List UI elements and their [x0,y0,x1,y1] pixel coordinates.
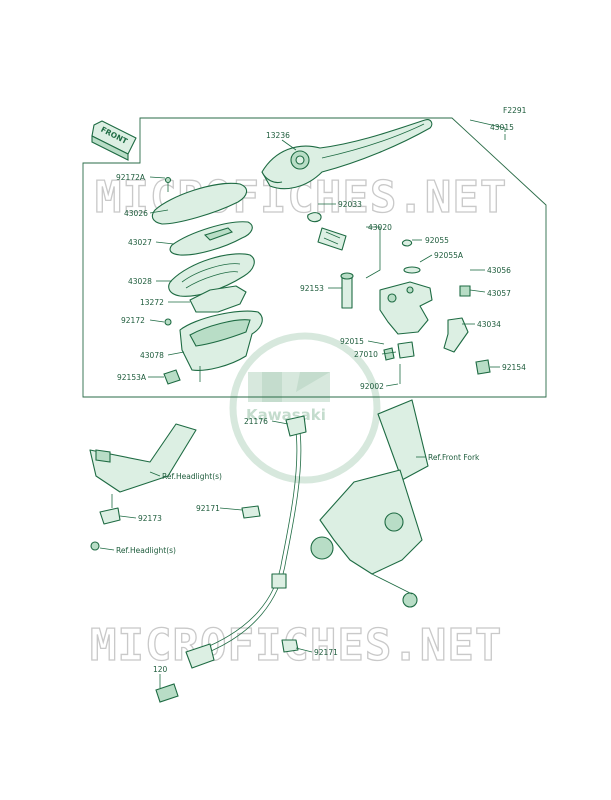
callout-43078: 43078 [140,351,164,360]
master-cylinder [379,239,433,335]
callout-13236: 13236 [266,131,290,140]
callout-43056: 43056 [487,266,511,275]
leader-lines [99,119,506,688]
diaphragm [168,253,255,297]
kawasaki-logo: Kawasaki [229,332,381,484]
callout-92002: 92002 [360,382,384,391]
brand-logo-text: Kawasaki [246,406,326,424]
callout-92154: 92154 [502,363,526,372]
callout-ref-headlight-2: Ref.Headlight(s) [116,546,176,555]
callout-21176: 21176 [244,417,268,426]
callout-92173: 92173 [138,514,162,523]
callout-92171-b: 92171 [314,648,338,657]
callout-43034: 43034 [477,320,501,329]
figure-code: F2291 [503,106,527,115]
callout-92171-a: 92171 [196,504,220,513]
pivot-bolt [340,272,354,309]
piston-assembly [307,212,347,251]
assembly-frame [82,117,547,398]
front-arrow-icon: FRONT [91,120,137,161]
stop-switch [383,341,415,384]
callout-92172a: 92172A [116,173,146,182]
callout-92153: 92153 [300,284,324,293]
switch-bracket [443,285,491,375]
callout-92015: 92015 [340,337,364,346]
callout-92055a: 92055A [434,251,464,260]
reservoir-cap [151,176,248,225]
callout-43020: 43020 [368,223,392,232]
callout-43026: 43026 [124,209,148,218]
callout-43015: 43015 [490,123,514,132]
callout-43057: 43057 [487,289,511,298]
callout-120: 120 [153,665,168,674]
callout-13272: 13272 [140,298,164,307]
mounting-bolt-92153A [163,369,181,385]
callout-27010: 27010 [354,350,378,359]
brake-hose [155,415,307,703]
headlight-bracket [89,423,197,551]
reservoir-body [164,310,263,382]
callout-92153a: 92153A [117,373,147,382]
callout-ref-front-fork: Ref.Front Fork [428,453,480,462]
callout-ref-headlight-1: Ref.Headlight(s) [162,472,222,481]
callout-92055: 92055 [425,236,449,245]
front-fork [310,399,429,608]
brake-lever [261,119,433,190]
callout-43027: 43027 [128,238,152,247]
reservoir-plate [169,221,253,256]
callout-92172: 92172 [121,316,145,325]
float-plate [189,285,247,313]
callout-92033: 92033 [338,200,362,209]
callout-43028: 43028 [128,277,152,286]
